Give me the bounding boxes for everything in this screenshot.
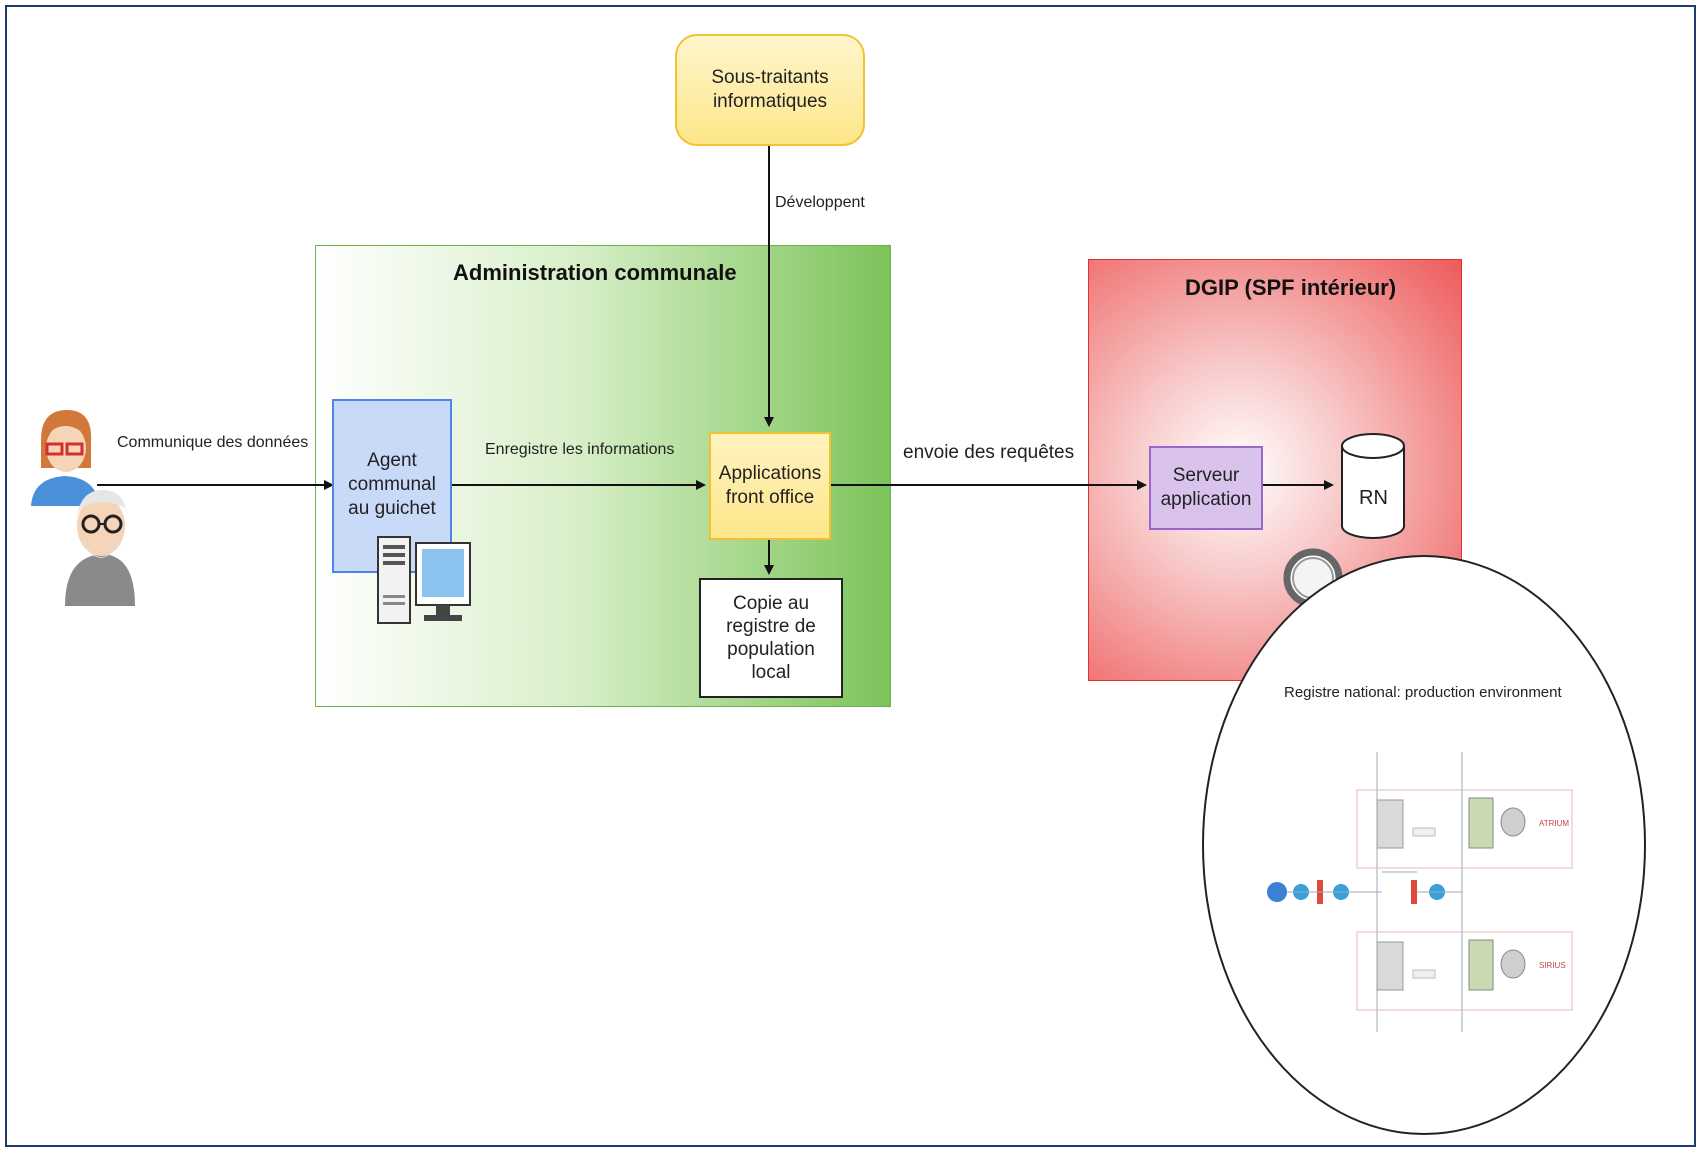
- persons-icon: [31, 410, 135, 606]
- connectors: [97, 145, 1334, 575]
- sous-traitants-node: Sous-traitants informatiques: [675, 34, 865, 146]
- site-b-label: SIRIUS: [1539, 961, 1566, 970]
- site-a-label: ATRIUM: [1539, 819, 1569, 828]
- zoom-title: Registre national: production environmen…: [1284, 684, 1562, 701]
- copie-node: Copie au registre de population local: [699, 578, 843, 698]
- rn-label: RN: [1359, 487, 1388, 509]
- label-enregistre: Enregistre les informations: [485, 441, 675, 458]
- computer-icon: [377, 536, 471, 624]
- site-b-frame: [1356, 931, 1573, 1011]
- dgip-title: DGIP (SPF intérieur): [1185, 275, 1397, 300]
- serveur-node: Serveur application: [1149, 446, 1263, 530]
- administration-communale-title: Administration communale: [453, 260, 737, 285]
- production-environment-mini-diagram: ATRIUM SIRIUS: [1267, 752, 1573, 1032]
- agent-label: Agent communal au guichet: [348, 450, 436, 519]
- rn-database-icon: [1341, 433, 1405, 539]
- label-communique: Communique des données: [117, 434, 309, 451]
- label-envoie: envoie des requêtes: [903, 442, 1075, 463]
- diagram-frame: Administration communale DGIP (SPF intér…: [5, 5, 1696, 1147]
- copie-label: Copie au registre de population local: [726, 592, 816, 684]
- site-a-frame: [1356, 789, 1573, 869]
- applications-node: Applications front office: [709, 432, 831, 540]
- applications-label: Applications front office: [718, 463, 822, 508]
- sous-traitants-label: Sous-traitants informatiques: [711, 67, 829, 112]
- serveur-label: Serveur application: [1160, 465, 1252, 510]
- label-developpent: Développent: [775, 194, 865, 211]
